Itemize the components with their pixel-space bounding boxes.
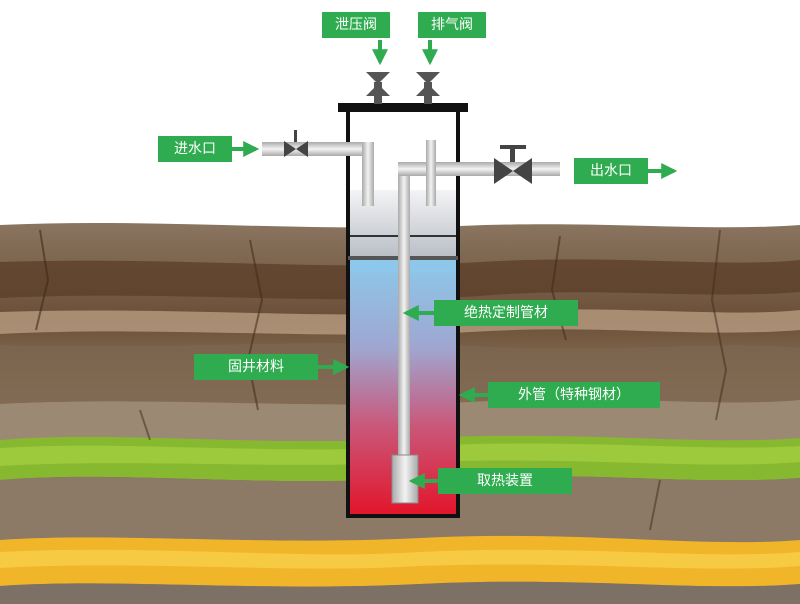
valve-icon (284, 130, 308, 157)
water-inlet-label: 进水口 (158, 136, 232, 162)
insulated-pipe-label: 绝热定制管材 (434, 300, 578, 326)
heat-extractor-label: 取热装置 (438, 468, 572, 494)
exhaust-pipe (426, 140, 436, 206)
outer-pipe-label: 外管（特种钢材） (488, 382, 660, 408)
well-material-label: 固井材料 (194, 354, 318, 380)
exhaust-valve-label: 排气阀 (418, 12, 486, 38)
valve-icon (416, 72, 440, 104)
arrow-icon (232, 40, 678, 489)
valve-icon (366, 72, 390, 104)
pressure-valve-label: 泄压阀 (322, 12, 390, 38)
outlet-pipe (398, 162, 560, 502)
water-outlet-label: 出水口 (574, 158, 648, 184)
valve-icon (494, 145, 532, 184)
